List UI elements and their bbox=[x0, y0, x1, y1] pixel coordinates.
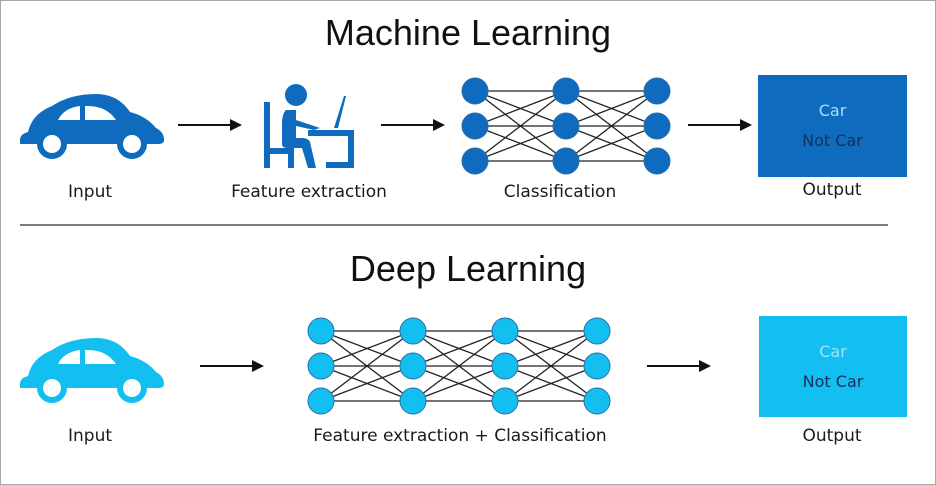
ml-output-box: Car Not Car bbox=[758, 75, 907, 177]
dl-network-edge bbox=[504, 365, 598, 402]
ml-network-node-l1-n1 bbox=[552, 112, 580, 140]
dl-car-icon bbox=[20, 338, 164, 403]
ml-network-node-l0-n0 bbox=[461, 77, 489, 105]
dl-network-node-l2-n0 bbox=[491, 317, 519, 345]
ml-network-node-l0-n1 bbox=[461, 112, 489, 140]
dl-network-edge bbox=[320, 330, 414, 367]
dl-output-not-car: Not Car bbox=[802, 371, 864, 391]
dl-network-edge bbox=[320, 330, 414, 402]
person-at-desk-icon bbox=[264, 84, 354, 168]
ml-arrow-2 bbox=[381, 119, 445, 131]
dl-input-label: Input bbox=[67, 426, 113, 446]
dl-network-edge bbox=[504, 330, 598, 367]
ml-network-node-l1-n0 bbox=[552, 77, 580, 105]
dl-network-node-l0-n2 bbox=[307, 387, 335, 415]
dl-network-node-l2-n2 bbox=[491, 387, 519, 415]
dl-network-edge bbox=[320, 365, 414, 402]
dl-network-node-l1-n1 bbox=[399, 352, 427, 380]
dl-network-node-l2-n1 bbox=[491, 352, 519, 380]
dl-output-label: Output bbox=[802, 426, 862, 446]
ml-network-edge bbox=[474, 90, 567, 127]
ml-network-node-l2-n0 bbox=[643, 77, 671, 105]
dl-title: Deep Learning bbox=[349, 248, 587, 289]
ml-network-edge bbox=[565, 90, 658, 162]
dl-network-node-l1-n0 bbox=[399, 317, 427, 345]
ml-output-label: Output bbox=[802, 180, 862, 200]
dl-network-node-l3-n1 bbox=[583, 352, 611, 380]
dl-network-edge bbox=[412, 330, 506, 367]
ml-classification-label: Classification bbox=[503, 182, 617, 202]
ml-feature-label: Feature extraction bbox=[231, 182, 387, 202]
dl-feature-classification-label: Feature extraction + Classification bbox=[313, 426, 607, 446]
dl-network-edge bbox=[504, 330, 598, 402]
ml-title: Machine Learning bbox=[324, 12, 612, 53]
dl-network-node-l0-n1 bbox=[307, 352, 335, 380]
ml-network-edge bbox=[474, 90, 567, 162]
dl-output-car: Car bbox=[819, 341, 847, 361]
ml-arrow-1 bbox=[178, 119, 242, 131]
dl-network-edge bbox=[412, 365, 506, 402]
ml-network-node-l2-n1 bbox=[643, 112, 671, 140]
ml-network-edge bbox=[565, 125, 658, 162]
dl-network-node-l0-n0 bbox=[307, 317, 335, 345]
ml-network-node-l1-n2 bbox=[552, 147, 580, 175]
dl-output-box: Car Not Car bbox=[759, 316, 907, 417]
section-divider bbox=[20, 224, 888, 226]
dl-network-node-l3-n2 bbox=[583, 387, 611, 415]
dl-network-edge bbox=[412, 330, 506, 402]
dl-neural-network bbox=[307, 317, 611, 415]
ml-network-edge bbox=[565, 90, 658, 127]
ml-car-icon bbox=[20, 94, 164, 159]
dl-arrow-2 bbox=[647, 360, 711, 372]
ml-network-node-l0-n2 bbox=[461, 147, 489, 175]
dl-network-node-l3-n0 bbox=[583, 317, 611, 345]
ml-network-node-l2-n2 bbox=[643, 147, 671, 175]
ml-network-edge bbox=[474, 125, 567, 162]
ml-neural-network bbox=[461, 77, 671, 175]
ml-arrow-3 bbox=[688, 119, 752, 131]
dl-arrow-1 bbox=[200, 360, 264, 372]
ml-input-label: Input bbox=[67, 182, 113, 202]
ml-output-car: Car bbox=[818, 101, 847, 120]
dl-network-node-l1-n2 bbox=[399, 387, 427, 415]
ml-output-not-car: Not Car bbox=[802, 131, 863, 150]
